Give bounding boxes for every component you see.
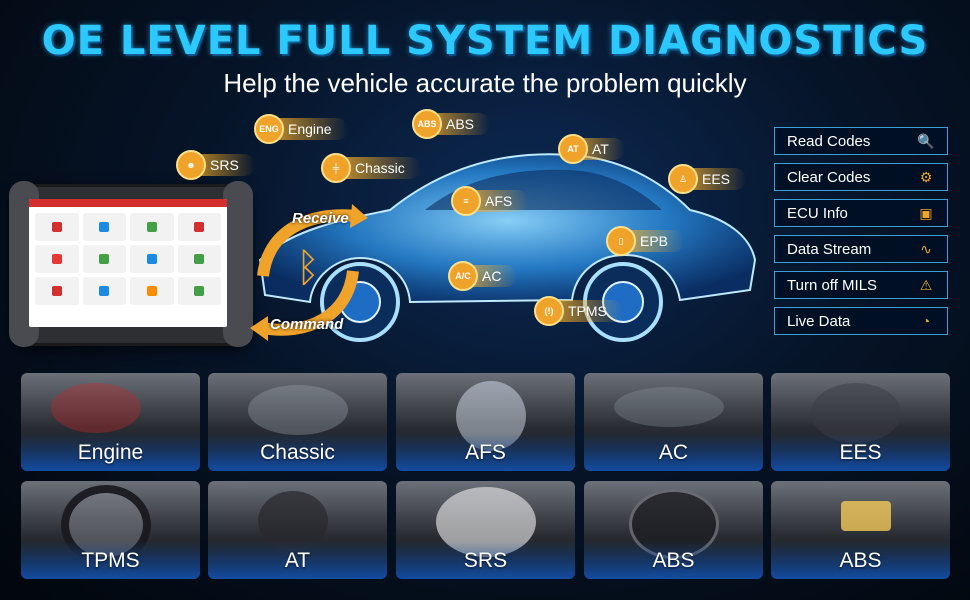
thumb-abs-dashboard: ABS — [584, 481, 763, 579]
thumb-abs-brake: ABS — [771, 481, 950, 579]
tablet-screen — [29, 199, 227, 327]
tag-chassic: ╪ Chassic — [321, 153, 421, 183]
thumb-tpms: TPMS — [21, 481, 200, 579]
tag-ac: A/C AC — [448, 261, 518, 291]
feature-turn-off-mils: Turn off MILS ⚠ — [774, 271, 948, 299]
engine-icon: ENG — [254, 114, 284, 144]
chip-icon: ▣ — [919, 204, 933, 221]
thumb-srs: SRS — [396, 481, 575, 579]
chart-icon: ◔ — [921, 313, 931, 329]
tag-at: AT AT — [558, 134, 625, 164]
tag-tpms: (!) TPMS — [534, 296, 623, 326]
tag-engine: ENG Engine — [254, 114, 348, 144]
tag-srs: ☻ SRS — [176, 150, 255, 180]
svg-text:ᛒ: ᛒ — [296, 245, 320, 291]
transmission-icon: AT — [558, 134, 588, 164]
abs-icon: ABS — [412, 109, 442, 139]
seat-icon: ♙ — [668, 164, 698, 194]
thumb-ac: AC — [584, 373, 763, 471]
receive-command-graphic: ᛒ Receive Command — [248, 196, 368, 346]
engine-light-icon: ⚠ — [919, 276, 933, 293]
tag-epb: ▯ EPB — [606, 226, 685, 256]
parking-brake-icon: ▯ — [606, 226, 636, 256]
feature-ecu-info: ECU Info ▣ — [774, 199, 948, 227]
tag-afs: ≡ AFS — [451, 186, 529, 216]
thumb-at: AT — [208, 481, 387, 579]
subheadline: Help the vehicle accurate the problem qu… — [223, 68, 747, 98]
diagnostic-tablet — [9, 181, 253, 347]
tag-ees: ♙ EES — [668, 164, 747, 194]
tire-pressure-icon: (!) — [534, 296, 564, 326]
feature-read-codes: Read Codes 🔍 — [774, 127, 948, 155]
car-search-icon: 🔍 — [917, 132, 935, 149]
feature-list: Read Codes 🔍 Clear Codes ⚙ ECU Info ▣ Da… — [774, 127, 948, 343]
car-gear-icon: ⚙ — [919, 168, 933, 185]
headlight-icon: ≡ — [451, 186, 481, 216]
thumb-ees: EES — [771, 373, 950, 471]
receive-label: Receive — [292, 210, 349, 227]
chassis-icon: ╪ — [321, 153, 351, 183]
headline: OE LEVEL FULL SYSTEM DIAGNOSTICS — [41, 18, 929, 64]
thumb-engine: Engine — [21, 373, 200, 471]
waveform-icon: ∿ — [920, 240, 932, 257]
tag-abs: ABS ABS — [412, 109, 491, 139]
thumb-chassic: Chassic — [208, 373, 387, 471]
command-label: Command — [270, 316, 344, 333]
feature-live-data: Live Data ◔ — [774, 307, 948, 335]
airbag-icon: ☻ — [176, 150, 206, 180]
thumb-afs: AFS — [396, 373, 575, 471]
ac-icon: A/C — [448, 261, 478, 291]
feature-clear-codes: Clear Codes ⚙ — [774, 163, 948, 191]
feature-data-stream: Data Stream ∿ — [774, 235, 948, 263]
